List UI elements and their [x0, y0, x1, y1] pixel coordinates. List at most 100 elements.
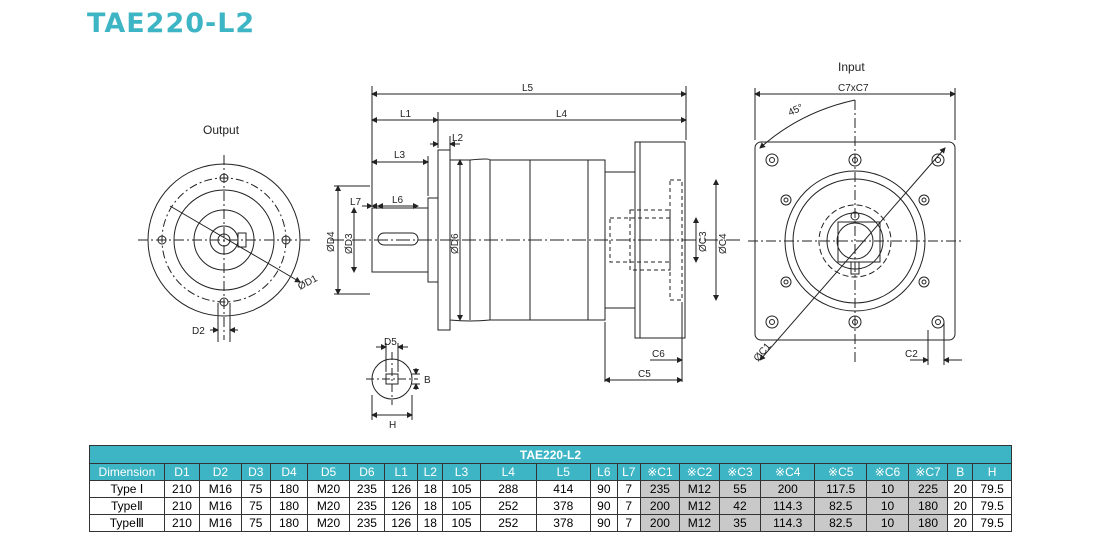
- table-cell: 235: [348, 514, 386, 532]
- label-C1: ØC1: [752, 341, 774, 364]
- table-header-cell: D3: [240, 463, 271, 481]
- table-cell: 180: [907, 514, 949, 532]
- table-header-cell: Dimension: [89, 463, 165, 481]
- table-cell: 180: [269, 497, 309, 515]
- label-D6: ØD6: [450, 233, 461, 254]
- table-cell: 79.5: [972, 514, 1012, 532]
- table-header-cell: ※C1: [639, 463, 681, 481]
- table-cell: M16: [199, 514, 242, 532]
- table-cell: 210: [163, 480, 201, 498]
- table-header-cell: D5: [307, 463, 350, 481]
- table-cell: 75: [240, 480, 271, 498]
- key-section-detail: D5 B H: [366, 337, 431, 431]
- table-header-cell: D2: [199, 463, 242, 481]
- table-cell: M12: [679, 497, 720, 515]
- table-cell: 252: [479, 497, 537, 515]
- table-cell: 90: [589, 480, 618, 498]
- table-cell: M12: [679, 514, 720, 532]
- table-cell: 20: [947, 480, 974, 498]
- table-cell: 18: [417, 497, 444, 515]
- table-header-cell: ※C2: [679, 463, 720, 481]
- table-cell: 378: [535, 497, 591, 515]
- label-L4: L4: [556, 109, 568, 120]
- label-L6: L6: [392, 195, 404, 206]
- label-angle: 45°: [787, 102, 805, 118]
- table-header-cell: ※C6: [866, 463, 909, 481]
- label-D5: D5: [384, 337, 397, 348]
- table-cell: 126: [384, 514, 419, 532]
- table-header-cell: L5: [535, 463, 591, 481]
- side-output-key: [377, 232, 419, 246]
- table-cell: M20: [307, 514, 350, 532]
- table-cell: 7: [616, 497, 641, 515]
- table-cell: 180: [269, 480, 309, 498]
- label-D2: D2: [192, 326, 205, 337]
- table-header-cell: L4: [479, 463, 537, 481]
- table-cell: 235: [348, 497, 386, 515]
- table-cell: 20: [947, 497, 974, 515]
- label-L1: L1: [400, 109, 412, 120]
- table-cell: M12: [679, 480, 720, 498]
- table-header-cell: L6: [589, 463, 618, 481]
- table-cell: 75: [240, 497, 271, 515]
- table-cell: 180: [907, 497, 949, 515]
- table-cell: 79.5: [972, 497, 1012, 515]
- table-header-cell: H: [972, 463, 1012, 481]
- page-title: TAE220-L2: [87, 8, 256, 39]
- table-cell: 378: [535, 514, 591, 532]
- table-cell: 414: [535, 480, 591, 498]
- label-C7xC7: C7xC7: [838, 83, 869, 94]
- table-cell: 90: [589, 497, 618, 515]
- table-header-cell: L3: [442, 463, 481, 481]
- label-C3: ØC3: [698, 231, 709, 252]
- table-cell: 75: [240, 514, 271, 532]
- label-C6: C6: [652, 349, 665, 360]
- table-header-cell: ※C3: [718, 463, 762, 481]
- label-L3: L3: [394, 150, 406, 161]
- table-cell: 10: [866, 480, 909, 498]
- label-C4: ØC4: [718, 233, 729, 254]
- table-caption: TAE220-L2: [89, 445, 1012, 464]
- table-cell: 82.5: [814, 514, 868, 532]
- table-cell: 235: [348, 480, 386, 498]
- table-cell: 105: [442, 497, 481, 515]
- table-cell: 200: [639, 497, 681, 515]
- table-header-cell: D1: [163, 463, 201, 481]
- table-cell: 7: [616, 480, 641, 498]
- table-header-cell: L7: [616, 463, 641, 481]
- table-cell: 105: [442, 480, 481, 498]
- side-motor-flange: [634, 141, 686, 339]
- table-cell: M16: [199, 497, 242, 515]
- table-cell: 18: [417, 514, 444, 532]
- label-D1: ØD1: [296, 273, 320, 293]
- row-type-label: TypeⅡ: [89, 497, 165, 515]
- label-D3: ØD3: [344, 233, 355, 254]
- label-B: B: [424, 375, 431, 386]
- table-cell: 20: [947, 514, 974, 532]
- label-D4: ØD4: [326, 231, 337, 252]
- table-cell: 79.5: [972, 480, 1012, 498]
- label-C2: C2: [905, 349, 918, 360]
- output-label: Output: [203, 123, 240, 137]
- table-cell: 126: [384, 480, 419, 498]
- table-cell: 252: [479, 514, 537, 532]
- table-header-cell: L1: [384, 463, 419, 481]
- label-H: H: [389, 420, 396, 431]
- table-cell: M16: [199, 480, 242, 498]
- table-header-cell: L2: [417, 463, 444, 481]
- table-cell: 105: [442, 514, 481, 532]
- input-label: Input: [838, 60, 865, 74]
- table-cell: 10: [866, 497, 909, 515]
- table-cell: 210: [163, 514, 201, 532]
- row-type-label: Type Ⅰ: [89, 480, 165, 498]
- table-cell: 10: [866, 514, 909, 532]
- table-cell: 200: [639, 514, 681, 532]
- table-cell: 18: [417, 480, 444, 498]
- label-L5: L5: [522, 83, 534, 94]
- table-cell: 180: [269, 514, 309, 532]
- table-cell: 235: [639, 480, 681, 498]
